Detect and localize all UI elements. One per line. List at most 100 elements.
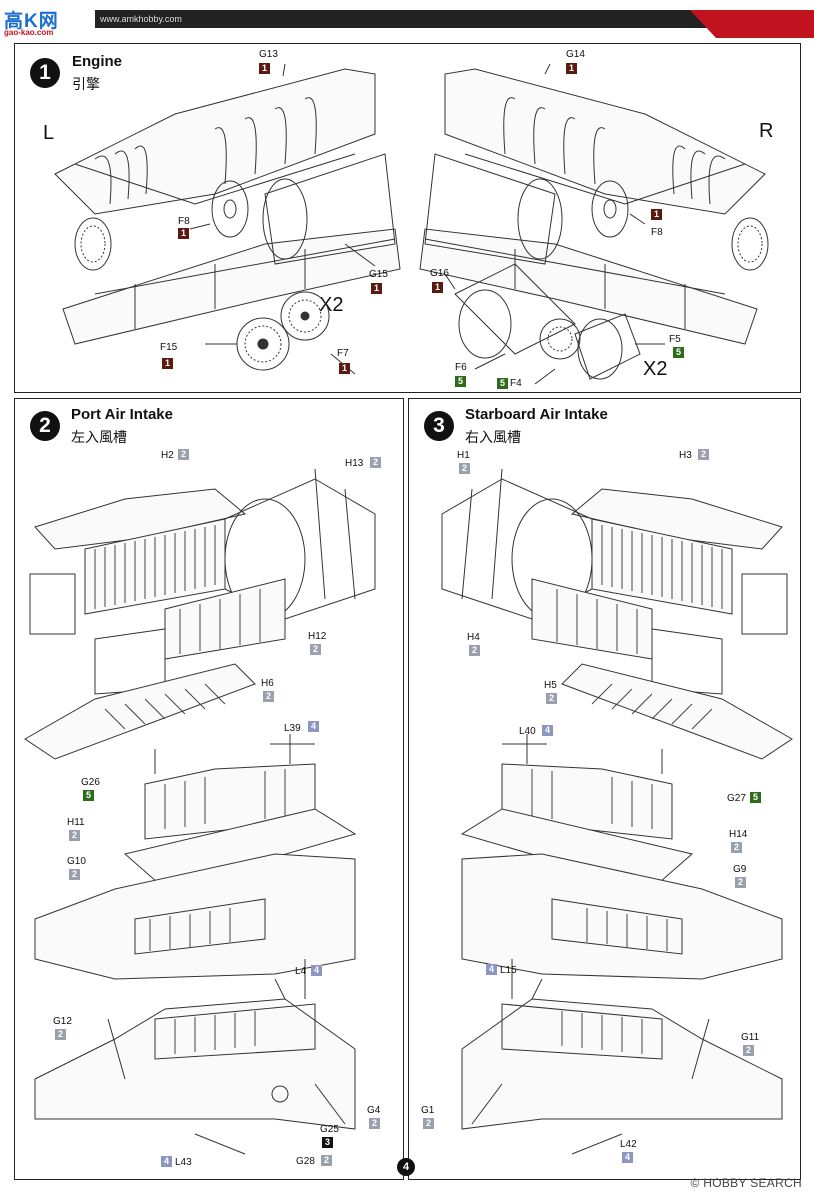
- part-color-chip: 1: [371, 283, 382, 294]
- part-color-chip: 2: [69, 869, 80, 880]
- part-label: G4: [367, 1105, 381, 1116]
- part-color-chip: 2: [369, 1118, 380, 1129]
- watermark: © HOBBY SEARCH: [690, 1176, 802, 1190]
- part-label: L43: [175, 1157, 192, 1168]
- part-label: H4: [467, 632, 480, 643]
- part-label: G9: [733, 864, 747, 875]
- part-color-chip: 2: [735, 877, 746, 888]
- step-title: Engine: [72, 53, 123, 70]
- part-color-chip: 2: [698, 449, 709, 460]
- step-title: Starboard Air Intake: [465, 406, 608, 423]
- step-number: 3: [424, 411, 454, 441]
- right-side-marker: R: [759, 120, 774, 142]
- page-header: 高K网 gao-kao.com www.amkhobby.com: [0, 0, 814, 38]
- part-color-chip: 4: [486, 964, 497, 975]
- part-label: H13: [345, 458, 364, 469]
- part-color-chip: 1: [432, 282, 443, 293]
- part-label: L39: [284, 723, 301, 734]
- right-engine-drawing: [419, 63, 769, 385]
- site-logo-sub: gao-kao.com: [4, 28, 54, 37]
- part-color-chip: 5: [83, 790, 94, 801]
- page-number: 4: [397, 1158, 415, 1176]
- part-label: H14: [729, 829, 748, 840]
- part-color-chip: 2: [370, 457, 381, 468]
- engine-diagram: [54, 63, 769, 385]
- part-label: G25: [320, 1124, 339, 1135]
- part-color-chip: 1: [651, 209, 662, 220]
- part-color-chip: 5: [455, 376, 466, 387]
- part-label: F8: [178, 216, 190, 227]
- step-subtitle: 引擎: [72, 76, 100, 92]
- step-title: Port Air Intake: [71, 406, 173, 423]
- part-label: G14: [566, 49, 585, 60]
- part-color-chip: 2: [469, 645, 480, 656]
- part-color-chip: 2: [55, 1029, 66, 1040]
- part-label: H3: [679, 450, 692, 461]
- step-subtitle: 右入風槽: [465, 429, 521, 445]
- part-label: G11: [741, 1032, 760, 1043]
- part-color-chip: 2: [423, 1118, 434, 1129]
- part-color-chip: 2: [743, 1045, 754, 1056]
- left-engine-drawing: [54, 63, 401, 375]
- part-color-chip: 5: [497, 378, 508, 389]
- part-color-chip: 4: [308, 721, 319, 732]
- part-color-chip: 3: [322, 1137, 333, 1148]
- part-label: F4: [510, 378, 522, 389]
- brand-url: www.amkhobby.com: [100, 14, 182, 24]
- step-number: 2: [30, 411, 60, 441]
- left-side-marker: L: [43, 122, 55, 144]
- part-label: H5: [544, 680, 557, 691]
- part-color-chip: 4: [311, 965, 322, 976]
- part-label: L4: [295, 966, 307, 977]
- part-label: F5: [669, 334, 681, 345]
- step-port-intake-panel: 2 Port Air Intake 左入風槽 H2 2 H13: [14, 398, 404, 1180]
- part-color-chip: 2: [178, 449, 189, 460]
- part-label: H6: [261, 678, 274, 689]
- step-starboard-intake-panel: 3 Starboard Air Intake 右入風槽 H1 2 H3: [408, 398, 801, 1180]
- part-color-chip: 5: [673, 347, 684, 358]
- starboard-intake-diagram: [441, 468, 793, 1155]
- part-label: F8: [651, 227, 663, 238]
- part-label: G1: [421, 1105, 435, 1116]
- part-color-chip: 2: [546, 693, 557, 704]
- quantity-multiplier: X2: [319, 294, 344, 316]
- part-color-chip: 1: [566, 63, 577, 74]
- port-intake-diagram: [24, 468, 376, 1155]
- part-label: G27: [727, 793, 746, 804]
- part-label: G13: [259, 49, 278, 60]
- header-bar: [95, 10, 814, 28]
- part-label: H11: [67, 817, 85, 828]
- step-engine-panel: 1 Engine 引擎 L R X2 X2: [14, 43, 801, 393]
- part-label: G12: [53, 1016, 72, 1027]
- part-color-chip: 1: [162, 358, 173, 369]
- part-color-chip: 4: [622, 1152, 633, 1163]
- part-color-chip: 1: [178, 228, 189, 239]
- part-label: F6: [455, 362, 467, 373]
- part-label: G16: [430, 268, 449, 279]
- part-label: F15: [160, 342, 178, 353]
- part-label: F7: [337, 348, 349, 359]
- part-label: G26: [81, 777, 100, 788]
- step-subtitle: 左入風槽: [71, 429, 127, 445]
- part-color-chip: 1: [259, 63, 270, 74]
- part-label: H2: [161, 450, 174, 461]
- part-color-chip: 2: [310, 644, 321, 655]
- part-color-chip: 2: [459, 463, 470, 474]
- part-color-chip: 2: [263, 691, 274, 702]
- part-color-chip: 1: [339, 363, 350, 374]
- part-label: L15: [500, 965, 517, 976]
- step-number: 1: [30, 58, 60, 88]
- part-label: H1: [457, 450, 470, 461]
- part-color-chip: 2: [69, 830, 80, 841]
- part-color-chip: 4: [542, 725, 553, 736]
- part-label: L40: [519, 726, 536, 737]
- part-color-chip: 4: [161, 1156, 172, 1167]
- part-label: G28: [296, 1156, 315, 1167]
- part-color-chip: 2: [321, 1155, 332, 1166]
- part-label: G15: [369, 269, 388, 280]
- part-label: H12: [308, 631, 327, 642]
- quantity-multiplier: X2: [643, 358, 668, 380]
- part-label: G10: [67, 856, 86, 867]
- site-logo[interactable]: 高K网: [4, 11, 59, 32]
- part-color-chip: 2: [731, 842, 742, 853]
